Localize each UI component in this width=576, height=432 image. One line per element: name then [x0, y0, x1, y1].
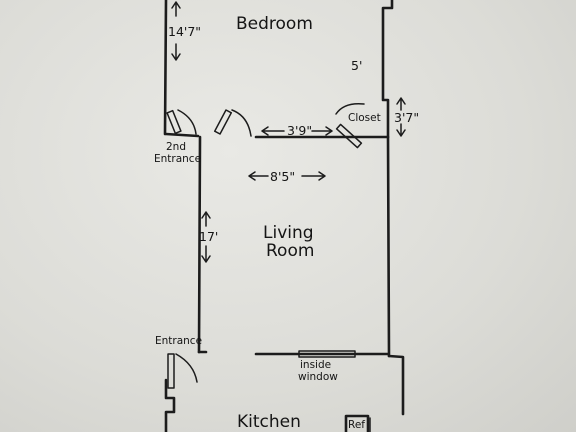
- second-entrance-label-line2: Entrance: [154, 153, 201, 165]
- entrance-door: [167, 350, 208, 389]
- fridge-label: Ref: [348, 419, 365, 431]
- second-entrance-label-line1: 2nd: [166, 141, 186, 153]
- living-height-arrow: [201, 211, 211, 263]
- second-entrance-door: [164, 109, 200, 138]
- closet-width-dimension: 3'9": [287, 123, 312, 138]
- closet-label: Closet: [348, 112, 381, 124]
- bedroom-height-arrow: [171, 1, 181, 61]
- living-width-dimension: 8'5": [270, 169, 295, 184]
- kitchen-label: Kitchen: [237, 412, 301, 432]
- living-width-arrow: [248, 171, 326, 181]
- bedroom-label: Bedroom: [236, 14, 313, 34]
- closet-door: [335, 102, 365, 149]
- closet-width-arrow: [261, 126, 333, 136]
- living-room-label-line1: Living: [263, 223, 314, 243]
- bedroom-door: [213, 109, 252, 137]
- inside-window: [298, 350, 356, 358]
- kitchen-walls: [164, 378, 371, 432]
- living-height-dimension: 17': [199, 229, 218, 244]
- closet-height-arrow: [396, 97, 406, 137]
- living-room-label-line2: Room: [266, 241, 314, 261]
- bedroom-right-wall-dimension: 5': [351, 58, 362, 73]
- entrance-label: Entrance: [155, 335, 202, 347]
- bedroom-walls: [163, 0, 394, 138]
- bedroom-height-dimension: 14'7": [168, 24, 201, 39]
- window-label-line2: window: [298, 371, 338, 383]
- window-label-line1: inside: [300, 359, 331, 371]
- closet-height-dimension: 3'7": [394, 110, 419, 125]
